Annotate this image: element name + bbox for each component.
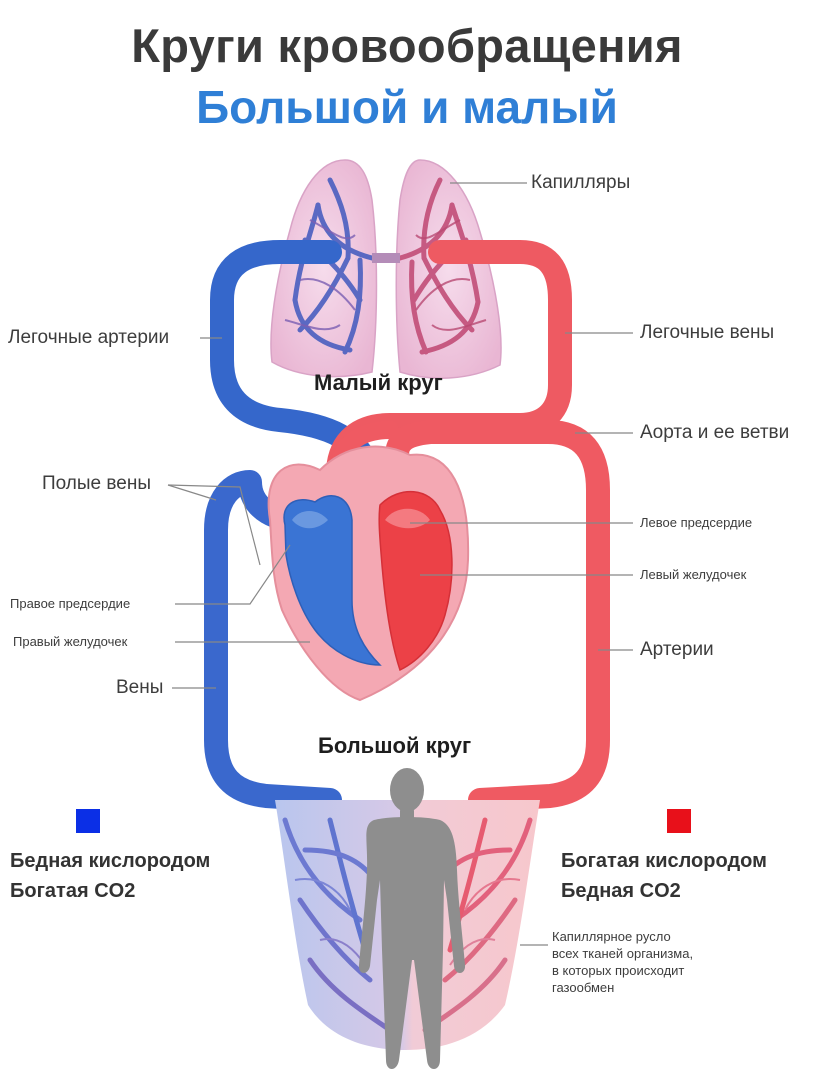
legend-venous-text: Бедная кислородом Богатая CO2: [10, 850, 211, 902]
lungs: [270, 159, 502, 379]
diagram-title: Круги кровообращения: [131, 19, 683, 72]
label-aorta: Аорта и ее ветви: [640, 422, 790, 443]
diagram-subtitle: Большой и малый: [196, 81, 618, 133]
label-left-atrium: Левое предсердие: [640, 515, 753, 530]
label-big-circle: Большой круг: [318, 733, 472, 758]
legend-venous-swatch: [76, 809, 100, 833]
label-veins: Вены: [116, 677, 164, 698]
label-right-atrium: Правое предсердие: [10, 596, 131, 611]
heart: [267, 445, 470, 702]
label-capillary-bed: Капиллярное русло всех тканей организма,…: [552, 929, 694, 995]
legend-arterial-text: Богатая кислородом Бедная CO2: [561, 850, 767, 902]
leader-lines: [167, 182, 633, 946]
human-body-silhouette: [358, 768, 466, 1069]
label-small-circle: Малый круг: [314, 370, 443, 395]
label-right-ventricle: Правый желудочек: [13, 634, 128, 649]
legend-arterial-swatch: [667, 809, 691, 833]
label-pulmonary-veins: Легочные вены: [640, 322, 775, 343]
label-capillaries: Капилляры: [531, 172, 631, 193]
label-pulmonary-arteries: Легочные артерии: [8, 327, 170, 348]
label-vena-cava: Полые вены: [42, 473, 151, 494]
label-left-ventricle: Левый желудочек: [640, 567, 747, 582]
label-arteries: Артерии: [640, 639, 714, 660]
